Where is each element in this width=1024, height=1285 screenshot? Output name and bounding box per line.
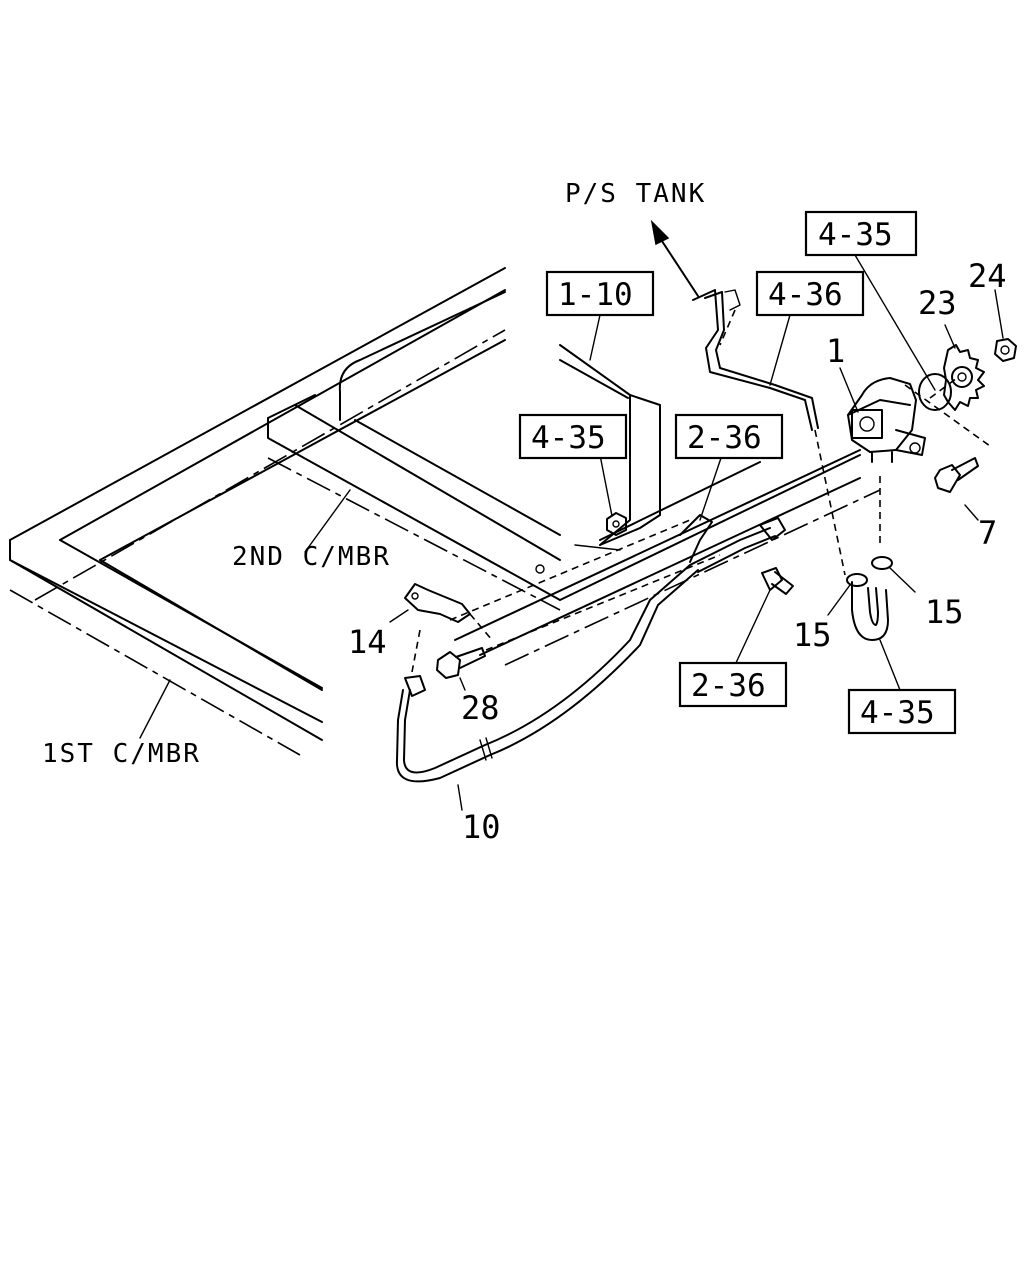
hoses-and-lines [395, 219, 893, 783]
callout-part-14: 14 [348, 623, 387, 661]
ref-box-4-36: 4-36 [755, 270, 865, 317]
callout-part-24: 24 [968, 257, 1007, 295]
ps-tank-label: P/S TANK [565, 179, 706, 209]
ref-box-4-35-top-label: 4-35 [818, 217, 893, 253]
ref-box-4-36-label: 4-36 [768, 277, 843, 313]
callout-part-15-left: 15 [793, 616, 832, 654]
frame-structure [9, 267, 881, 756]
ref-box-4-35-top: 4-35 [804, 210, 918, 257]
small-parts [404, 512, 627, 679]
leader-lines [139, 254, 1004, 811]
ref-box-2-36-top: 2-36 [674, 413, 784, 460]
callout-part-10: 10 [462, 808, 501, 846]
pump-assembly [847, 338, 1017, 493]
ref-box-4-35-mid: 4-35 [518, 413, 628, 460]
ref-box-4-35-bottom: 4-35 [847, 688, 957, 735]
callout-part-1: 1 [826, 332, 845, 370]
callout-part-23: 23 [918, 284, 957, 322]
first-cross-member-label: 1ST C/MBR [42, 739, 201, 769]
ref-box-2-36-bottom: 2-36 [678, 661, 788, 708]
callout-part-15-right: 15 [925, 593, 964, 631]
ref-box-4-35-mid-label: 4-35 [531, 420, 606, 456]
ref-box-1-10: 1-10 [545, 270, 655, 317]
ref-box-2-36-top-label: 2-36 [687, 420, 762, 456]
ref-box-2-36-bottom-label: 2-36 [691, 668, 766, 704]
callout-part-28: 28 [461, 689, 500, 727]
ref-box-4-35-bottom-label: 4-35 [860, 695, 935, 731]
second-cross-member-label: 2ND C/MBR [232, 542, 391, 572]
callout-part-7: 7 [978, 514, 997, 552]
ref-box-1-10-label: 1-10 [558, 277, 633, 313]
